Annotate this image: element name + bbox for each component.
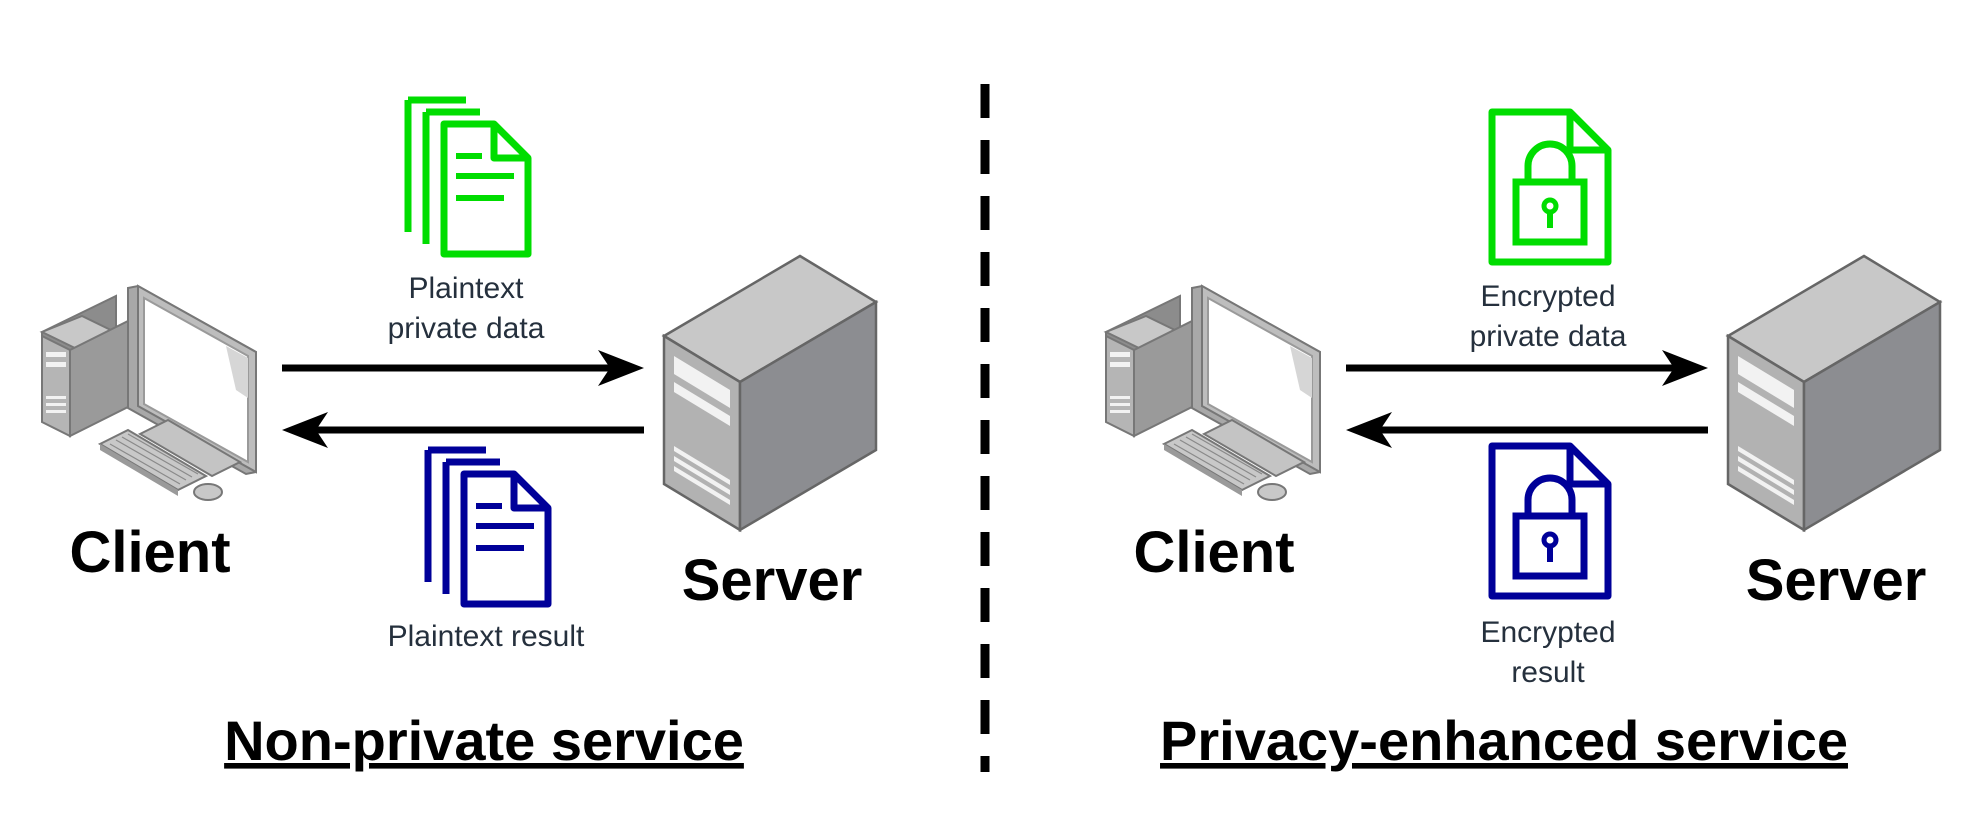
request-arrow: [282, 350, 644, 386]
response-arrow: [282, 412, 644, 448]
right-panel: Encrypted private data Encrypted result …: [1105, 112, 1942, 772]
client-label: Client: [69, 520, 230, 585]
server-tower-icon: [662, 254, 878, 532]
panel-title: Privacy-enhanced service: [1160, 709, 1848, 772]
response-arrow: [1346, 412, 1708, 448]
server-label: Server: [682, 548, 863, 613]
data-label-line1: Encrypted: [1480, 280, 1615, 313]
result-label-line2: result: [1511, 656, 1585, 689]
desktop-computer-icon: [41, 285, 257, 501]
document-stack-icon: [408, 100, 528, 254]
server-label: Server: [1746, 548, 1927, 613]
document-stack-icon: [428, 450, 548, 604]
result-label: Plaintext result: [388, 620, 585, 653]
result-label-line1: Encrypted: [1480, 616, 1615, 649]
desktop-computer-icon: [1105, 285, 1321, 501]
locked-document-icon: [1492, 112, 1608, 262]
data-label-line2: private data: [1470, 320, 1627, 353]
data-label-line1: Plaintext: [408, 272, 524, 305]
server-tower-icon: [1726, 254, 1942, 532]
client-label: Client: [1133, 520, 1294, 585]
left-panel: Plaintext private data Plaintext result …: [41, 100, 878, 772]
data-label-line2: private data: [388, 312, 545, 345]
locked-document-icon: [1492, 446, 1608, 596]
panel-title: Non-private service: [224, 709, 744, 772]
request-arrow: [1346, 350, 1708, 386]
